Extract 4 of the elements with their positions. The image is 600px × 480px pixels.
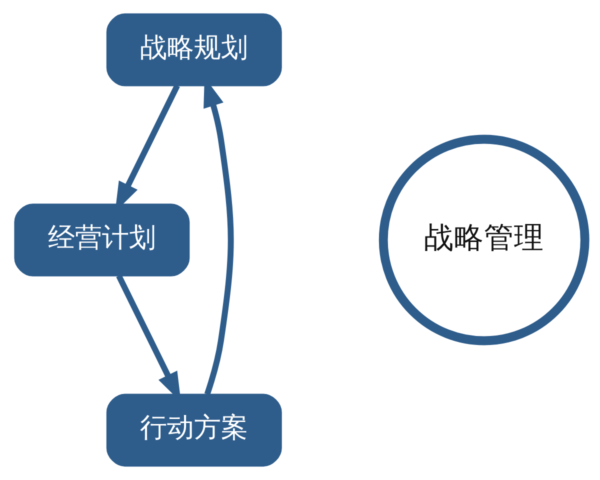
node-box: 行动方案 (106, 394, 282, 467)
node-circle: 战略管理 (378, 134, 590, 346)
node-box: 经营计划 (14, 204, 190, 276)
node-box: 战略规划 (106, 13, 282, 86)
